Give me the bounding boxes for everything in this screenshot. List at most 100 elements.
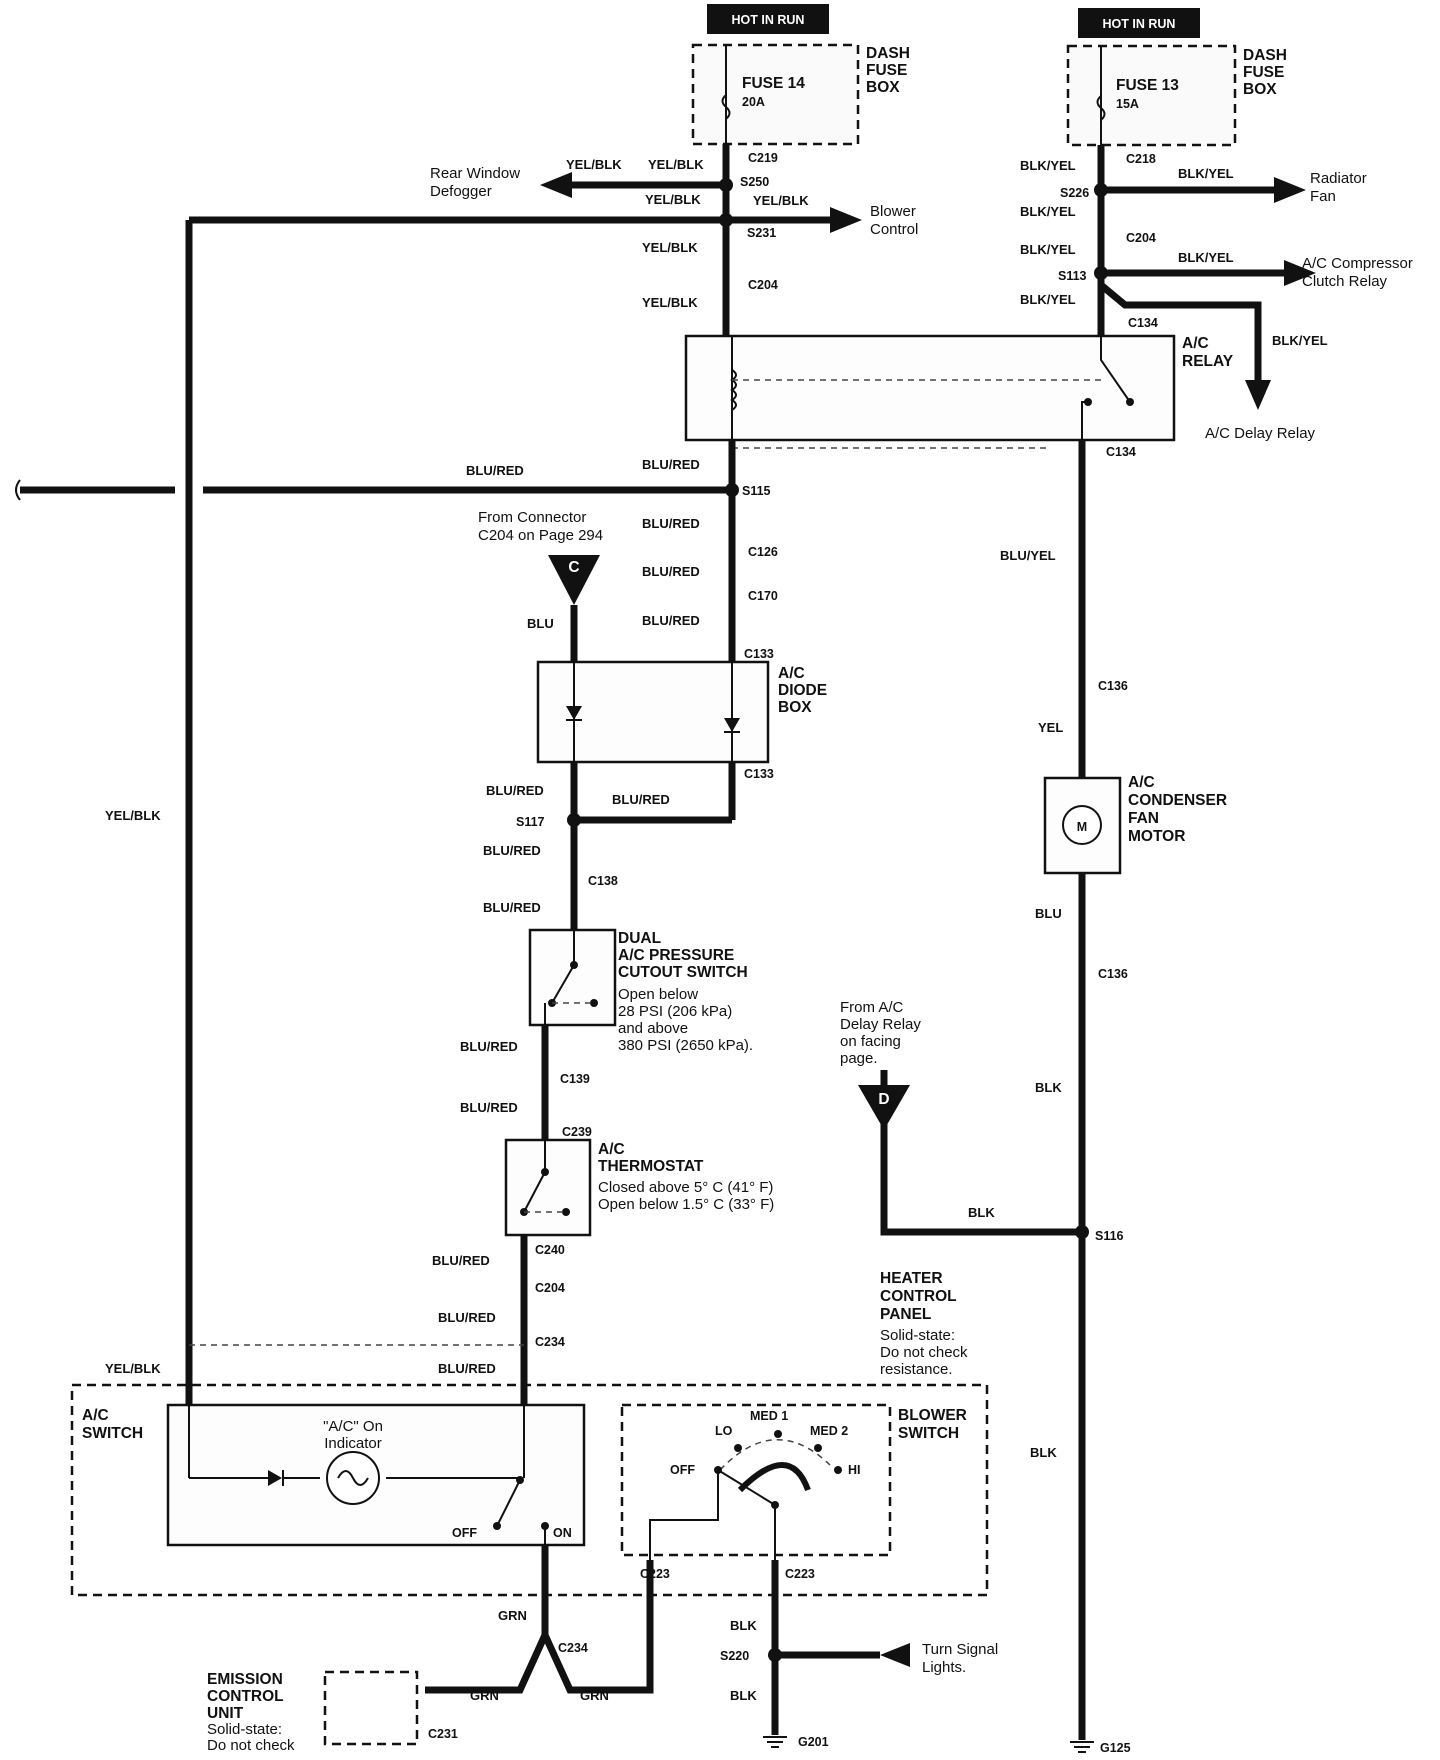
svg-text:Do not check: Do not check	[207, 1737, 295, 1754]
svg-text:A/C: A/C	[82, 1407, 109, 1424]
dual-pressure-cutout-switch: DUAL A/C PRESSURE CUTOUT SWITCH Open bel…	[528, 928, 753, 1054]
svg-text:Open below: Open below	[618, 986, 698, 1003]
svg-text:C134: C134	[1128, 316, 1158, 330]
svg-text:S250: S250	[740, 175, 769, 189]
svg-text:Closed above 5° C (41° F): Closed above 5° C (41° F)	[598, 1179, 773, 1196]
svg-text:FUSE: FUSE	[1243, 64, 1284, 81]
svg-text:BLK/YEL: BLK/YEL	[1020, 158, 1076, 173]
svg-text:C134: C134	[1106, 445, 1136, 459]
svg-text:Fan: Fan	[1310, 188, 1336, 205]
svg-text:From A/C: From A/C	[840, 999, 904, 1016]
emission-control-unit: EMISSION CONTROL UNIT Solid-state: Do no…	[207, 1670, 419, 1754]
svg-text:BOX: BOX	[866, 79, 900, 96]
svg-text:S116: S116	[1095, 1229, 1124, 1243]
svg-text:FUSE: FUSE	[866, 62, 907, 79]
wire-blu-red-chain	[20, 440, 736, 1408]
arrow-rear-defogger	[540, 172, 572, 198]
svg-text:20A: 20A	[742, 95, 765, 109]
svg-text:BLU/RED: BLU/RED	[483, 843, 541, 858]
svg-text:Open below 1.5° C (33° F): Open below 1.5° C (33° F)	[598, 1196, 774, 1213]
svg-text:RELAY: RELAY	[1182, 353, 1234, 370]
ac-condenser-fan-motor: M A/C CONDENSER FAN MOTOR	[1043, 774, 1227, 875]
wire-grn-outputs	[425, 1545, 654, 1694]
svg-text:C204: C204	[748, 278, 778, 292]
svg-text:C136: C136	[1098, 967, 1128, 981]
heater-control-panel: HEATER CONTROL PANEL Solid-state: Do not…	[70, 1270, 989, 1597]
svg-text:BLU/RED: BLU/RED	[642, 457, 700, 472]
svg-text:S226: S226	[1060, 186, 1089, 200]
svg-text:SWITCH: SWITCH	[898, 1425, 959, 1442]
svg-text:BLK: BLK	[1030, 1445, 1057, 1460]
svg-text:C133: C133	[744, 647, 774, 661]
svg-text:HI: HI	[848, 1463, 861, 1477]
svg-text:Indicator: Indicator	[324, 1435, 382, 1452]
svg-text:on facing: on facing	[840, 1033, 901, 1050]
svg-text:CUTOUT SWITCH: CUTOUT SWITCH	[618, 964, 748, 981]
svg-text:C231: C231	[428, 1727, 458, 1741]
svg-text:YEL: YEL	[1038, 720, 1063, 735]
ground-g201	[763, 1736, 787, 1748]
svg-text:CONDENSER: CONDENSER	[1128, 792, 1227, 809]
svg-text:C234: C234	[558, 1641, 588, 1655]
svg-text:THERMOSTAT: THERMOSTAT	[598, 1158, 704, 1175]
svg-text:DASH: DASH	[866, 45, 910, 62]
svg-text:BLK/YEL: BLK/YEL	[1020, 204, 1076, 219]
svg-text:BLU/RED: BLU/RED	[486, 783, 544, 798]
arrow-turn-signal	[880, 1643, 910, 1667]
marker-d: D From A/C Delay Relay on facing page.	[840, 999, 921, 1130]
svg-text:DIODE: DIODE	[778, 682, 827, 699]
wire-yel-blk-feed	[185, 144, 835, 1405]
svg-text:EMISSION: EMISSION	[207, 1671, 283, 1688]
arrow-compressor-relay	[1284, 260, 1316, 286]
ac-switch: A/C SWITCH "A/C" On Indicator OFF ON	[82, 1403, 586, 1547]
svg-text:"A/C" On: "A/C" On	[323, 1418, 383, 1435]
svg-text:Solid-state:: Solid-state:	[207, 1721, 282, 1738]
svg-text:A/C: A/C	[1128, 774, 1155, 791]
svg-text:C139: C139	[560, 1072, 590, 1086]
svg-text:CONTROL: CONTROL	[880, 1288, 957, 1305]
svg-text:FAN: FAN	[1128, 810, 1159, 827]
svg-text:CONTROL: CONTROL	[207, 1688, 284, 1705]
svg-text:G125: G125	[1100, 1741, 1131, 1755]
fuse-14-label: FUSE 14	[742, 75, 805, 92]
svg-text:C240: C240	[535, 1243, 565, 1257]
svg-text:C170: C170	[748, 589, 778, 603]
svg-text:A/C Compressor: A/C Compressor	[1302, 255, 1413, 272]
svg-text:YEL/BLK: YEL/BLK	[642, 240, 698, 255]
svg-text:C234: C234	[535, 1335, 565, 1349]
svg-text:MOTOR: MOTOR	[1128, 828, 1185, 845]
svg-text:Solid-state:: Solid-state:	[880, 1327, 955, 1344]
svg-text:OFF: OFF	[452, 1526, 477, 1540]
wire-blk-yel-feed	[1097, 145, 1290, 383]
svg-text:C204 on Page 294: C204 on Page 294	[478, 527, 603, 544]
svg-text:28 PSI (206 kPa): 28 PSI (206 kPa)	[618, 1003, 732, 1020]
svg-text:Delay Relay: Delay Relay	[840, 1016, 921, 1033]
svg-text:GRN: GRN	[498, 1608, 527, 1623]
svg-text:BLK/YEL: BLK/YEL	[1178, 166, 1234, 181]
svg-text:YEL/BLK: YEL/BLK	[645, 192, 701, 207]
svg-text:BLU/RED: BLU/RED	[483, 900, 541, 915]
ac-thermostat: A/C THERMOSTAT Closed above 5° C (41° F)…	[504, 1138, 774, 1237]
svg-text:C219: C219	[748, 151, 778, 165]
svg-text:C: C	[568, 559, 579, 576]
arrow-blower-control	[830, 207, 862, 233]
wire-blk-ground-left	[771, 1560, 880, 1735]
svg-text:BLK: BLK	[730, 1618, 757, 1633]
svg-text:Do not check: Do not check	[880, 1344, 968, 1361]
svg-text:GRN: GRN	[470, 1688, 499, 1703]
svg-text:A/C Delay Relay: A/C Delay Relay	[1205, 425, 1316, 442]
svg-text:BLU/RED: BLU/RED	[466, 463, 524, 478]
svg-text:C138: C138	[588, 874, 618, 888]
wire-break-symbol	[15, 479, 21, 501]
svg-text:S115: S115	[742, 484, 771, 498]
svg-text:BLU/RED: BLU/RED	[460, 1039, 518, 1054]
blower-switch: BLOWER SWITCH LO MED 1 MED 2 HI OFF	[620, 1403, 967, 1560]
marker-c: C From Connector C204 on Page 294	[478, 509, 603, 605]
svg-text:BLK/YEL: BLK/YEL	[1272, 333, 1328, 348]
svg-text:380 PSI (2650 kPa).: 380 PSI (2650 kPa).	[618, 1037, 753, 1054]
ac-relay: A/C RELAY	[684, 334, 1234, 442]
svg-text:page.: page.	[840, 1050, 878, 1067]
svg-text:BLU/RED: BLU/RED	[432, 1253, 490, 1268]
svg-text:OFF: OFF	[670, 1463, 695, 1477]
